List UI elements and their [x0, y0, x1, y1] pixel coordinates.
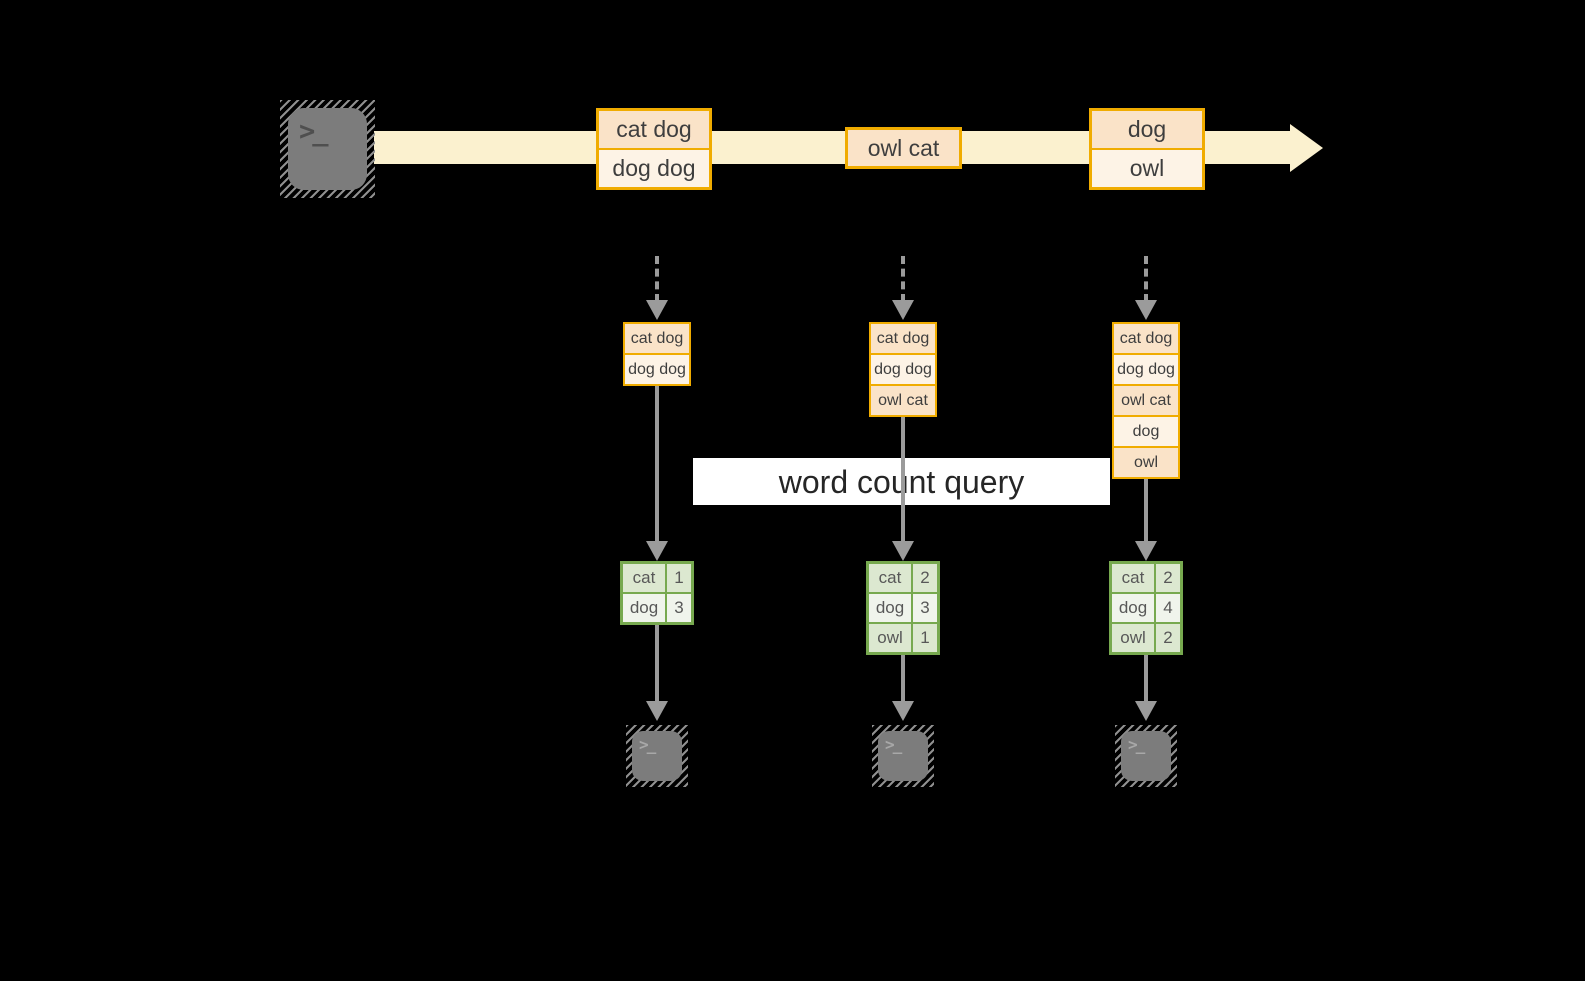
arrowhead-icon: [646, 541, 668, 561]
word-cell: cat: [869, 564, 911, 592]
count-table-2: cat 2 dog 3 owl 1: [866, 561, 940, 655]
buffer-line: cat dog: [1114, 324, 1178, 353]
buffer-line: dog: [1114, 417, 1178, 446]
stream-message-2: owl cat: [845, 127, 962, 169]
dashed-arrow-line: [1144, 256, 1148, 302]
word-cell: cat: [1112, 564, 1154, 592]
count-cell: 3: [913, 594, 937, 622]
output-terminal-icon: >_: [1115, 725, 1177, 787]
count-table-1: cat 1 dog 3: [620, 561, 694, 625]
terminal-screen: >_: [632, 731, 682, 781]
dashed-arrow-line: [901, 256, 905, 302]
arrow-line: [655, 386, 659, 542]
word-cell: dog: [1112, 594, 1154, 622]
dashed-arrow-line: [655, 256, 659, 302]
buffer-line: owl cat: [1114, 386, 1178, 415]
dashed-arrowhead-icon: [892, 300, 914, 320]
buffer-line: owl: [1114, 448, 1178, 477]
arrowhead-icon: [892, 701, 914, 721]
count-cell: 4: [1156, 594, 1180, 622]
arrow-line: [655, 625, 659, 703]
buffer-line: dog dog: [1114, 355, 1178, 384]
word-cell: dog: [869, 594, 911, 622]
count-cell: 2: [913, 564, 937, 592]
arrowhead-icon: [892, 541, 914, 561]
message-line: dog: [1092, 111, 1202, 148]
buffer-line: cat dog: [625, 324, 689, 353]
prompt-glyph: >_: [299, 116, 328, 147]
stream-message-1: cat dog dog dog: [596, 108, 712, 190]
terminal-screen: >_: [878, 731, 928, 781]
source-terminal-icon: >_: [280, 100, 375, 198]
buffer-line: dog dog: [625, 355, 689, 384]
arrow-line: [901, 655, 905, 703]
arrowhead-icon: [1135, 701, 1157, 721]
count-cell: 1: [913, 624, 937, 652]
terminal-screen: >_: [1121, 731, 1171, 781]
count-cell: 3: [667, 594, 691, 622]
arrow-line: [901, 417, 905, 542]
word-cell: dog: [623, 594, 665, 622]
output-terminal-icon: >_: [872, 725, 934, 787]
terminal-screen: >_: [288, 108, 367, 190]
stream-arrowhead-icon: [1290, 124, 1323, 172]
stream-message-3: dog owl: [1089, 108, 1205, 190]
word-cell: owl: [1112, 624, 1154, 652]
buffer-stack-2: cat dog dog dog owl cat: [869, 322, 937, 417]
buffer-line: owl cat: [871, 386, 935, 415]
count-cell: 1: [667, 564, 691, 592]
arrowhead-icon: [1135, 541, 1157, 561]
buffer-line: cat dog: [871, 324, 935, 353]
count-cell: 2: [1156, 564, 1180, 592]
word-cell: cat: [623, 564, 665, 592]
message-line: owl: [1092, 150, 1202, 187]
prompt-glyph: >_: [885, 735, 902, 754]
output-terminal-icon: >_: [626, 725, 688, 787]
message-line: cat dog: [599, 111, 709, 148]
prompt-glyph: >_: [1128, 735, 1145, 754]
word-cell: owl: [869, 624, 911, 652]
buffer-line: dog dog: [871, 355, 935, 384]
message-line: owl cat: [848, 130, 959, 166]
buffer-stack-1: cat dog dog dog: [623, 322, 691, 386]
dashed-arrowhead-icon: [1135, 300, 1157, 320]
arrow-line: [1144, 479, 1148, 542]
count-table-3: cat 2 dog 4 owl 2: [1109, 561, 1183, 655]
message-line: dog dog: [599, 150, 709, 187]
count-cell: 2: [1156, 624, 1180, 652]
dashed-arrowhead-icon: [646, 300, 668, 320]
buffer-stack-3: cat dog dog dog owl cat dog owl: [1112, 322, 1180, 479]
arrowhead-icon: [646, 701, 668, 721]
prompt-glyph: >_: [639, 735, 656, 754]
arrow-line: [1144, 655, 1148, 703]
